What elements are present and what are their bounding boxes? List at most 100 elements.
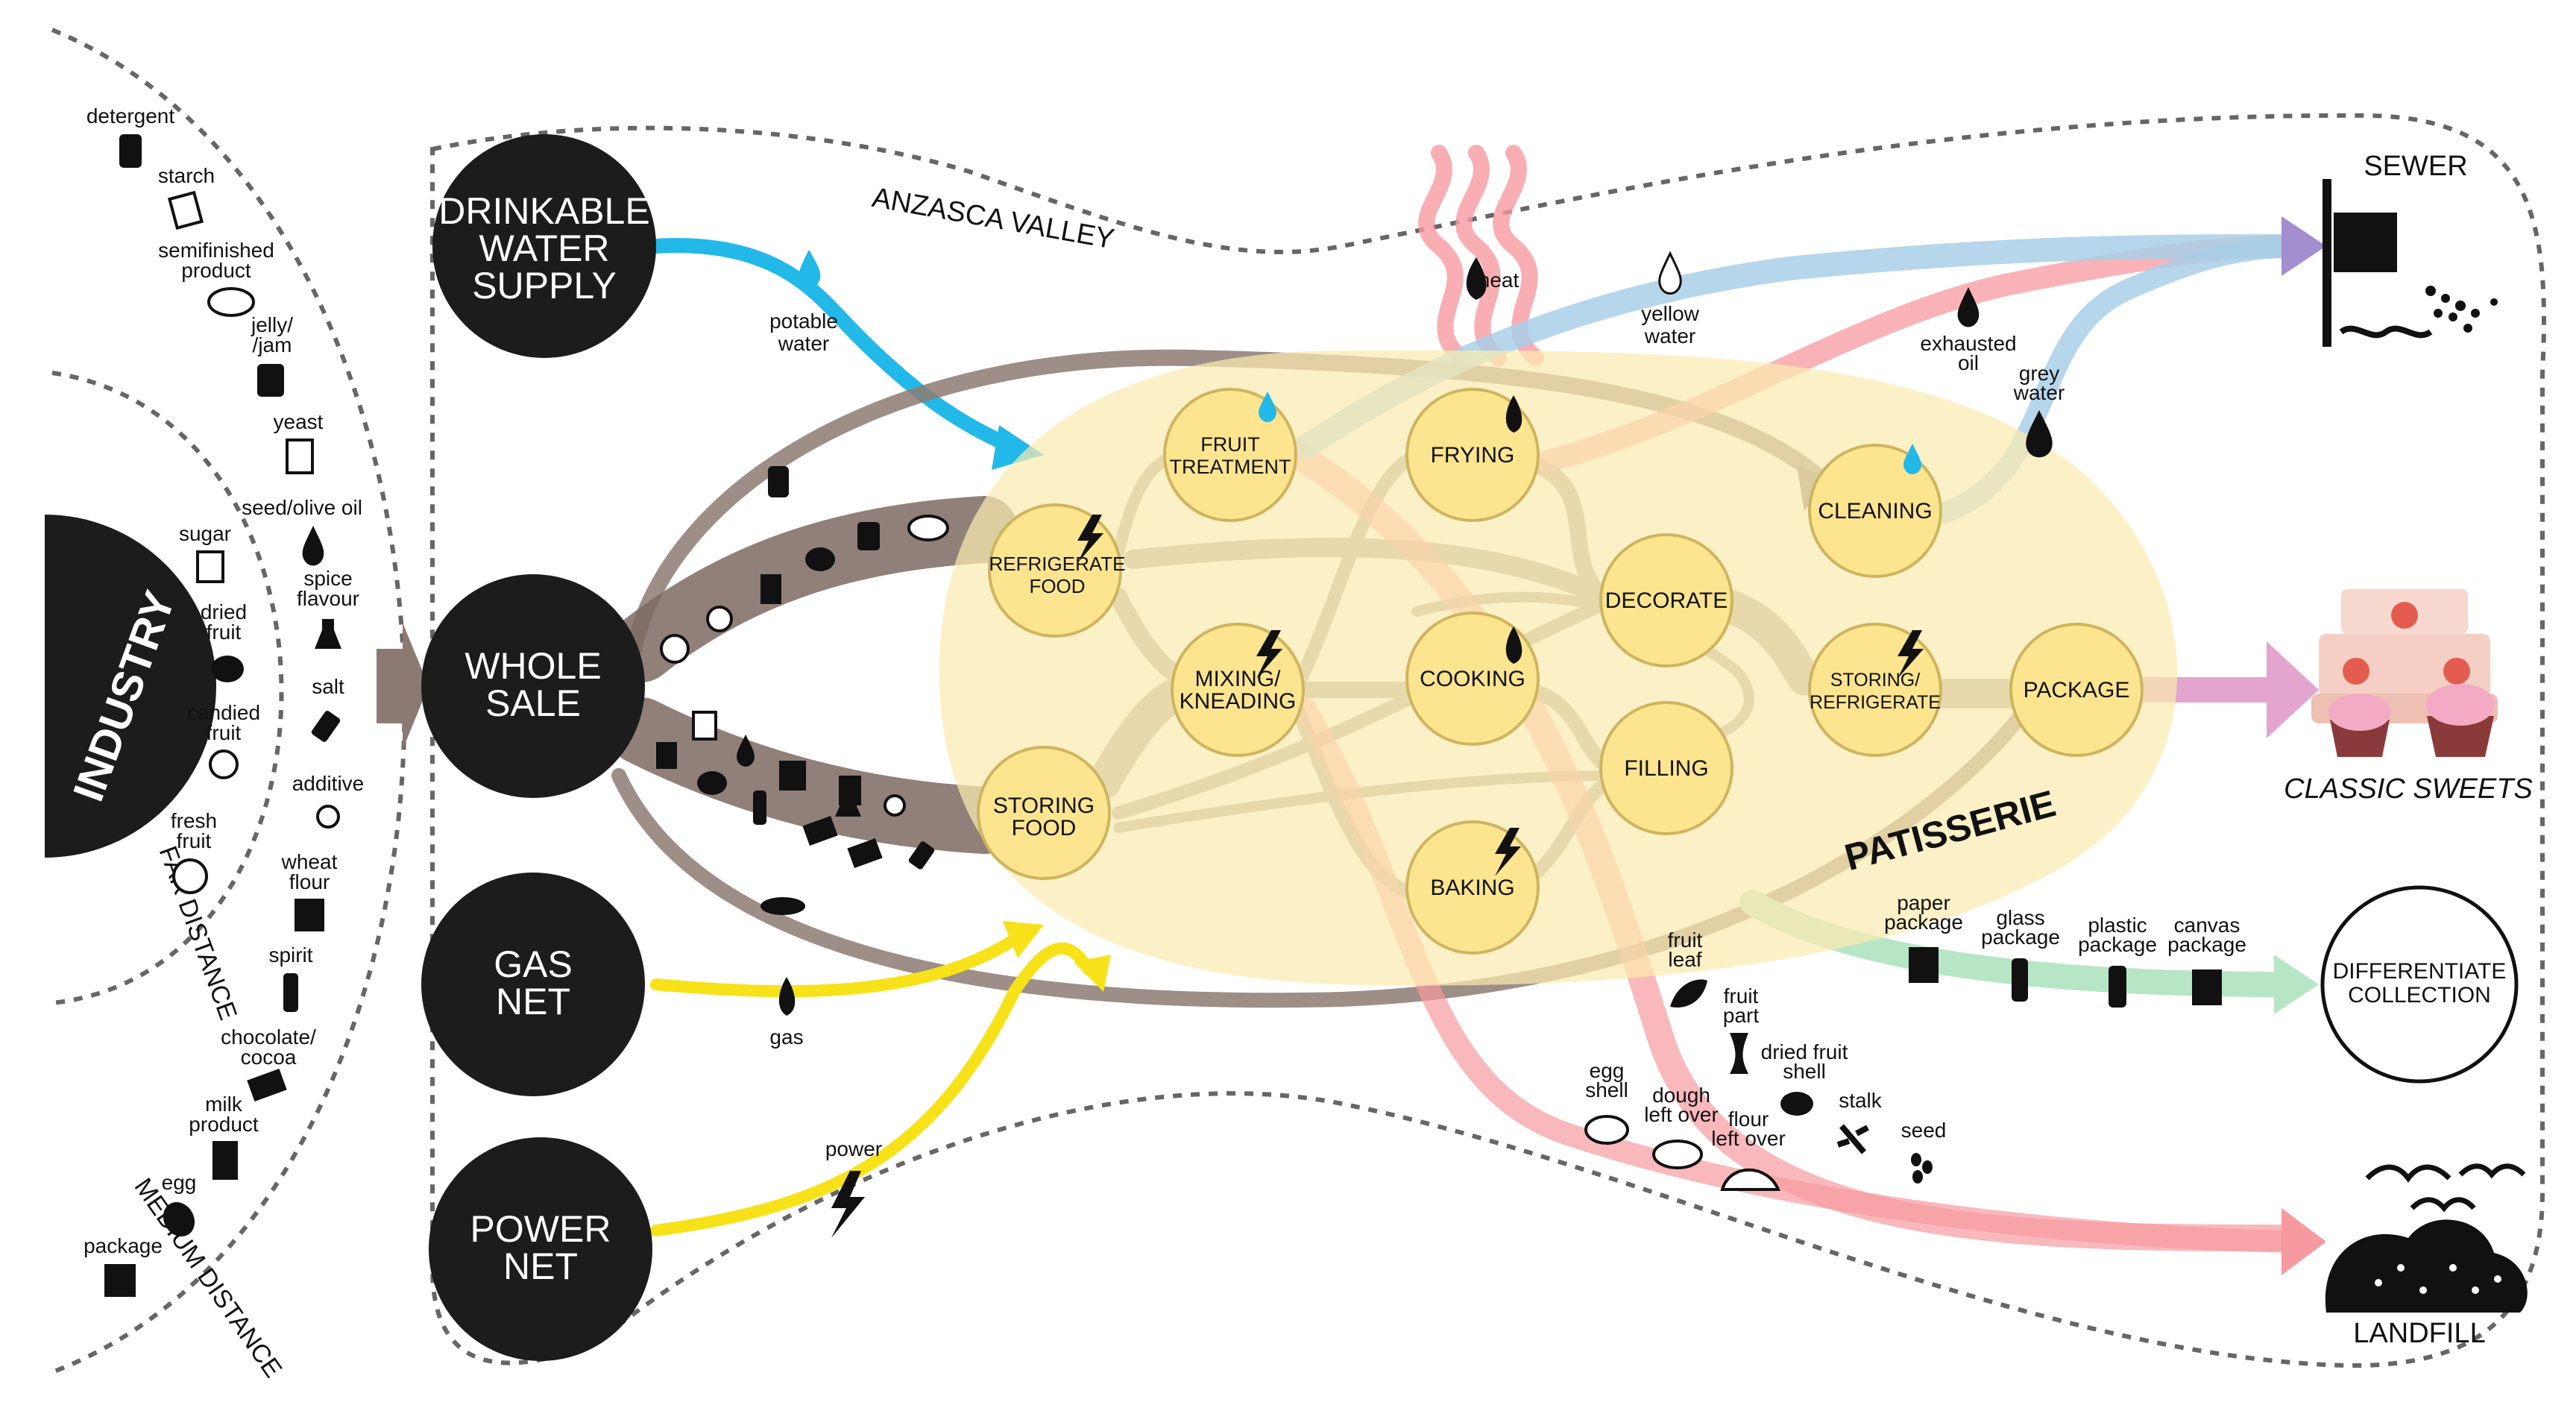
fruit-label-2: TREATMENT (1170, 456, 1291, 478)
baking-node (1405, 820, 1540, 955)
cleaning-node (1808, 444, 1942, 578)
package-label: PACKAGE (2024, 678, 2130, 703)
industry-to-wholesale-arrow (377, 623, 429, 749)
gas-line-1: GAS (494, 943, 573, 985)
input-fresh-fruit-2: fruit (177, 829, 212, 852)
power-line-2: NET (503, 1245, 578, 1287)
filling-node (1599, 701, 1733, 835)
heat-flow-1 (1418, 145, 1470, 366)
cooking-node (1405, 612, 1540, 746)
input-starch: starch (158, 164, 215, 187)
yeast-package-icon (692, 711, 717, 741)
storing-label-1: STORING (993, 793, 1095, 818)
lightning-icon (1898, 630, 1924, 679)
croissant-icon (907, 515, 949, 541)
spice-bottle-icon (835, 791, 861, 817)
input-candied-2: fruit (207, 721, 242, 744)
wholesale-goods-icons (656, 466, 949, 915)
dough-icon (1652, 1140, 1703, 1169)
water-line-3: SUPPLY (472, 265, 617, 307)
lightning-icon (1495, 828, 1521, 876)
plastic-package-label-2: package (2078, 933, 2157, 956)
landfill-label: LANDFILL (2353, 1318, 2485, 1349)
potable-water-label-1: potable (769, 309, 838, 333)
oil-drop-icon (302, 526, 324, 566)
package-lid-icon (760, 897, 805, 915)
spice-bottle-icon (315, 619, 341, 649)
chocolate-bar-icon (847, 838, 883, 868)
drinkable-water-supply-node: DRINKABLE WATER SUPPLY (432, 134, 656, 358)
flour-sack-icon (779, 761, 806, 791)
patisserie-area (939, 350, 2178, 986)
citrus-slice-icon (660, 634, 690, 664)
lightning-icon (1256, 630, 1282, 679)
filling-label: FILLING (1624, 756, 1708, 781)
croissant-icon (207, 287, 255, 317)
gas-line-2: NET (496, 981, 570, 1022)
baking-label: BAKING (1430, 876, 1514, 900)
yellow-water-label-1: yellow (1641, 302, 1700, 325)
gas-flow (650, 934, 1020, 998)
flame-icon (1505, 395, 1522, 433)
water-line-2: WATER (479, 227, 610, 269)
cleaning-label: CLEANING (1818, 499, 1932, 524)
gas-flow-label: gas (769, 1025, 803, 1049)
landfill-arrowhead (2281, 1208, 2326, 1275)
decorate-label: DECORATE (1605, 588, 1728, 613)
starch-box-icon (167, 190, 204, 230)
leaf-icon (1670, 979, 1707, 1008)
flow-labels: potable water gas power heat yellow wate… (769, 250, 2065, 1238)
input-fresh-fruit-1: fresh (171, 809, 217, 832)
water-drop-icon (1259, 392, 1276, 422)
input-semifinished-1: semifinished (158, 239, 274, 262)
water-line-1: DRINKABLE (438, 190, 649, 232)
citrus-slice-icon (172, 858, 208, 894)
frying-node (1405, 388, 1540, 522)
input-wheat-1: wheat (281, 850, 338, 873)
input-dried-fruit-1: dried (201, 600, 247, 623)
classic-sweets-output: CLASSIC SWEETS (2284, 589, 2533, 805)
seed-label: seed (1901, 1119, 1947, 1142)
canvas-package-label-2: package (2167, 933, 2246, 956)
power-line-1: POWER (470, 1208, 611, 1250)
glass-bottle-icon (2012, 958, 2028, 1002)
spirit-bottle-icon (283, 973, 298, 1012)
seeds-icon (1911, 1153, 1933, 1184)
far-distance-boundary (51, 371, 284, 1005)
flour-left-label-2: left over (1711, 1127, 1786, 1150)
input-milk-1: milk (205, 1093, 243, 1116)
power-flow-label: power (825, 1137, 882, 1160)
lightning-icon (1077, 515, 1103, 563)
fruit-treatment-node (1163, 388, 1297, 522)
plastic-bottle-icon (2109, 966, 2126, 1008)
mixing-label-1: MIXING/ (1194, 667, 1281, 691)
flame-icon (1505, 626, 1522, 664)
frying-label: FRYING (1431, 443, 1515, 468)
input-egg: egg (162, 1171, 197, 1194)
plastic-package-label-1: plastic (2088, 914, 2147, 937)
oil-drop-icon (737, 735, 755, 767)
input-chocolate-2: cocoa (241, 1046, 297, 1069)
stalk-icon (1836, 1124, 1869, 1154)
industry-node: INDUSTRY (45, 515, 216, 858)
package-node (2009, 623, 2144, 757)
anzasca-valley-boundary (430, 113, 2547, 1368)
paper-bag-icon (1909, 947, 1939, 983)
stalk-label: stalk (1839, 1089, 1883, 1112)
cupcake-icon (2427, 716, 2494, 757)
egg-icon (163, 1201, 195, 1237)
sugar-cube-icon (760, 574, 781, 604)
sewer-water-icon (2339, 325, 2433, 339)
wholesale-node: WHOLE SALE (421, 574, 645, 798)
gas-arrowhead (1003, 921, 1044, 958)
sugar-cube-icon (196, 550, 224, 583)
collection-arrowhead (2274, 955, 2319, 1014)
sweets-arrowhead (2267, 641, 2319, 738)
input-yeast: yeast (274, 410, 324, 433)
sugar-cube-icon (656, 742, 677, 769)
source-nodes: DRINKABLE WATER SUPPLY WHOLE SALE GAS NE… (421, 134, 656, 1361)
process-icons (1077, 392, 1924, 876)
detergent-bottle-icon (119, 134, 142, 168)
